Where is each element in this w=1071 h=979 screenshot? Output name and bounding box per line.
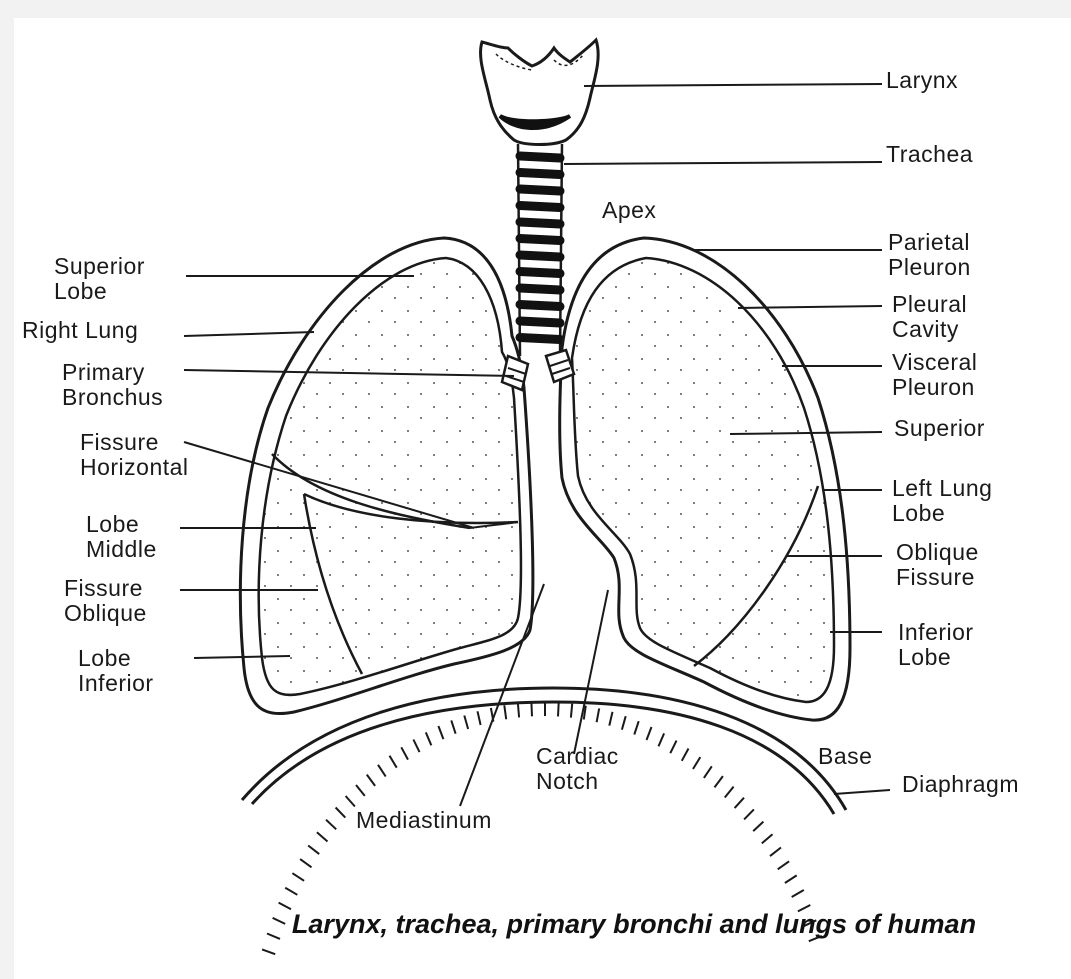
label-apex: Apex [602,197,656,223]
left-lung-shape [546,238,850,720]
diaphragm-tick [785,875,797,883]
trachea-ring [520,206,560,208]
trachea-ring [520,272,560,274]
label-oblique-fissure: Oblique Fissure [896,539,986,590]
trachea-ring [520,189,560,191]
trachea-ring [520,239,560,241]
label-primary-bronchus: Primary Bronchus [62,359,163,410]
larynx-shape [481,40,599,145]
diaphragm-tick [390,756,397,768]
diaphragm-tick [715,776,723,787]
diaphragm-tick [336,808,346,818]
diaphragm-tick [401,747,408,759]
diaphragm-tick [670,741,676,754]
diaphragm-tick [659,733,665,746]
label-left-lung-lobe: Left Lung Lobe [892,475,999,526]
diaphragm-tick [478,711,481,725]
label-superior-lobe: Superior Lobe [54,253,152,304]
trachea-ring [520,173,560,175]
label-cardiac-notch: Cardiac Notch [536,743,626,794]
diaphragm-tick [693,757,700,769]
diaphragm-tick [326,820,336,830]
diaphragm-tick [753,822,763,832]
label-base: Base [818,743,872,769]
diaphragm-tick [367,775,375,786]
diaphragm-tick [300,859,311,867]
label-diaphragm: Diaphragm [902,771,1019,797]
diaphragm-tick [770,848,781,857]
label-lobe-inferior: Lobe Inferior [78,645,154,696]
trachea-ring [520,305,560,307]
diaphragm-tick [262,949,275,954]
diaphragm-tick [597,708,600,722]
diaphragm-tick [647,727,652,740]
trachea-ring [520,156,560,158]
label-fissure-oblique: Fissure Oblique [64,575,150,626]
label-pleural-cavity: Pleural Cavity [892,291,974,342]
diaphragm-tick [744,809,754,819]
label-larynx: Larynx [886,67,958,93]
label-lobe-middle: Lobe Middle [86,511,157,562]
diaphragm-tick [413,740,419,753]
diaphragm-tick [356,785,365,796]
diaphragm-tick [518,703,519,717]
label-mediastinum: Mediastinum [356,807,492,833]
diaphragm-tick [464,716,468,730]
diaphragm-tick [792,890,804,897]
diaphragm-tick [778,861,789,869]
diaphragm-tick [285,888,297,895]
label-visceral-pleuron: Visceral Pleuron [892,349,984,400]
label-fissure-horizontal: Fissure Horizontal [80,429,189,480]
diaphragm-tick [426,732,432,745]
trachea-shape [518,144,562,356]
trachea-ring [520,222,560,224]
diaphragm-tick [735,798,744,808]
figure-caption: Larynx, trachea, primary bronchi and lun… [194,906,1071,942]
diaphragm-tick [531,702,532,716]
trachea-ring [520,255,560,257]
diaphragm-tick [571,704,572,718]
right-lung-shape [240,238,533,714]
diaphragm-tick [762,834,773,843]
diaphragm-tick [704,766,712,778]
label-parietal-pleuron: Parietal Pleuron [888,229,977,280]
label-inferior-lobe: Inferior Lobe [898,619,980,670]
diaphragm-tick [346,796,355,807]
diaphragm-tick [317,832,328,841]
diaphragm-tick [504,705,506,719]
lungs-diagram: Larynx Trachea Apex Parietal Pleuron Ple… [14,18,1071,979]
diaphragm-tick [682,749,689,761]
diaphragm-tick [292,873,304,881]
trachea-ring [520,338,560,340]
diaphragm-tick [558,702,559,716]
diaphragm-tick [438,726,443,739]
diaphragm-tick [308,846,319,855]
label-superior: Superior [894,415,985,441]
label-right-lung: Right Lung [22,317,138,343]
diagram-page: Larynx Trachea Apex Parietal Pleuron Ple… [14,18,1071,979]
diaphragm-tick [634,721,638,734]
diaphragm-tick [378,765,386,777]
diaphragm-tick [622,716,626,730]
label-trachea: Trachea [886,141,973,167]
trachea-ring [520,288,560,290]
diaphragm-tick [725,787,734,798]
diaphragm-tick [451,720,455,733]
diaphragm-tick [609,712,612,726]
trachea-ring [520,321,560,323]
